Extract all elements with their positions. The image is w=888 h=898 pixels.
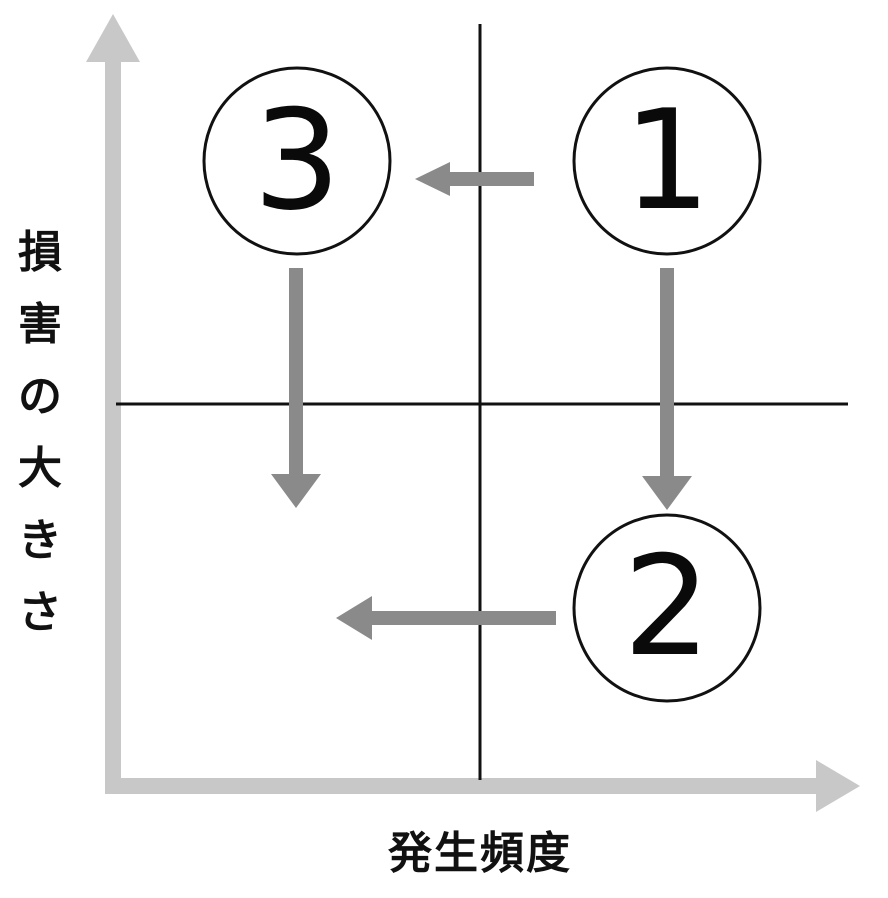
marker-two-label: 2 — [623, 526, 711, 687]
marker-three-label: 3 — [253, 80, 341, 241]
y-axis-label-char: 害 — [18, 299, 62, 350]
circle-one — [572, 66, 762, 256]
arrow-one-to-two-shaft — [660, 268, 674, 478]
y-axis-arrowhead — [86, 14, 140, 62]
arrow-one-to-three-head — [415, 162, 450, 196]
y-axis-label-char: さ — [18, 587, 62, 638]
arrow-three-down-head — [271, 474, 321, 508]
y-axis-label-char: き — [18, 515, 62, 566]
arrow-two-left-head — [336, 596, 372, 640]
marker-one-label: 1 — [623, 80, 711, 241]
arrow-one-to-two-head — [642, 476, 692, 510]
arrow-one-to-three-shaft — [448, 172, 534, 186]
x-axis-label: 発生頻度 — [388, 828, 572, 879]
y-axis-label-char: 大 — [18, 443, 62, 494]
arrow-three-down-shaft — [289, 268, 303, 476]
x-axis-arrowhead — [816, 760, 860, 812]
y-axis-label: 損 害 の 大 き さ — [14, 222, 66, 644]
circle-two — [572, 513, 762, 703]
y-axis-label-char: の — [18, 371, 62, 422]
y-axis-label-char: 損 — [18, 227, 62, 278]
arrow-two-left-shaft — [370, 611, 556, 625]
circle-three — [202, 66, 392, 256]
